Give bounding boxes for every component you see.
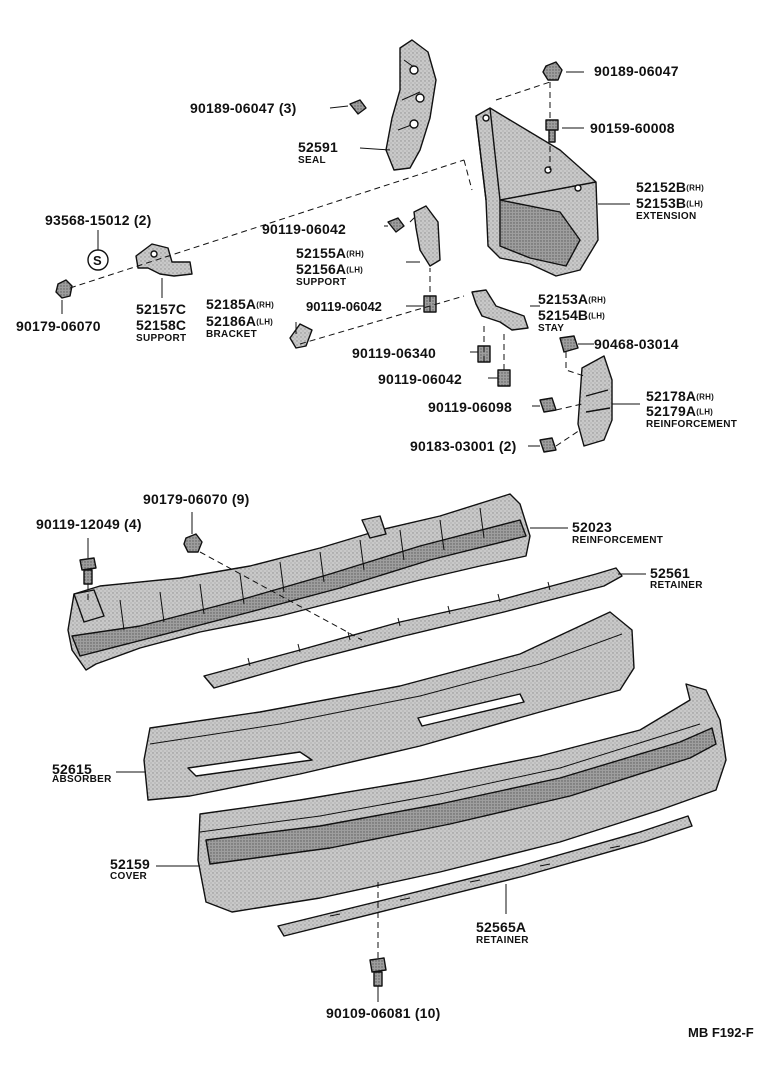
label-retainer-lower-name: RETAINER bbox=[476, 935, 529, 946]
label-bolt-lower: 90109-06081 (10) bbox=[326, 1005, 441, 1021]
clip-right-part bbox=[559, 335, 579, 353]
leader-lines-top bbox=[61, 71, 640, 447]
extension-hole bbox=[574, 184, 582, 192]
label-cover-number: 52159 bbox=[110, 856, 150, 872]
label-absorber-name: ABSORBER bbox=[52, 774, 112, 785]
label-reinf-nut: 90183-03001 (2) bbox=[410, 438, 517, 454]
reinforcement-flange bbox=[71, 519, 527, 657]
label-seal-number: 52591 bbox=[298, 139, 338, 155]
label-stay-bolt-low: 90119-06042 bbox=[378, 371, 462, 387]
label-extension-lh: 52153B(LH) bbox=[636, 195, 704, 211]
extension-part-face bbox=[499, 199, 581, 267]
nut-left-part bbox=[55, 279, 73, 299]
label-bracket-name: BRACKET bbox=[206, 329, 257, 340]
reinforcement-bracket bbox=[361, 515, 387, 539]
label-stay-lh: 52154B(LH) bbox=[538, 307, 606, 323]
absorber-ridge bbox=[149, 633, 623, 745]
label-retainer-upper-name: RETAINER bbox=[650, 580, 703, 591]
leader-lines-bottom bbox=[87, 512, 646, 1002]
extension-part-edge bbox=[475, 107, 597, 201]
retainer-lower-holes bbox=[329, 845, 621, 917]
nut-main-part bbox=[183, 533, 203, 553]
label-reinforcement-name: REINFORCEMENT bbox=[572, 535, 664, 546]
reinforcement-bracket bbox=[73, 589, 105, 623]
stay-part bbox=[471, 289, 529, 331]
label-ext-nut: 90189-06047 bbox=[594, 63, 679, 79]
absorber-slot bbox=[417, 693, 525, 727]
label-nut-main: 90179-06070 (9) bbox=[143, 491, 250, 507]
bolt-lower-part bbox=[369, 957, 387, 987]
label-support-left-name: SUPPORT bbox=[136, 333, 187, 344]
seal-hole bbox=[415, 93, 425, 103]
reinf-bolt-part bbox=[539, 397, 557, 413]
support-left-part bbox=[135, 243, 193, 277]
bracket-part bbox=[289, 323, 313, 349]
label-retainer-lower-number: 52565A bbox=[476, 919, 527, 935]
ext-nut-part bbox=[542, 61, 563, 81]
seal-hole bbox=[409, 65, 419, 75]
seal-part bbox=[385, 39, 437, 171]
absorber-slot bbox=[187, 751, 313, 777]
stay-bolt-part bbox=[477, 345, 491, 363]
retainer-upper-part bbox=[203, 567, 623, 689]
label-reinf-bolt: 90119-06098 bbox=[428, 399, 512, 415]
reinf-nut-part bbox=[539, 437, 557, 453]
reinf-small-part bbox=[577, 355, 613, 447]
label-reinf-small-lh: 52179A(LH) bbox=[646, 403, 714, 419]
label-reinf-small-rh: 52178A(RH) bbox=[646, 388, 714, 404]
label-reinf-small-name: REINFORCEMENT bbox=[646, 419, 738, 430]
label-support-mid-rh: 52155A(RH) bbox=[296, 245, 364, 261]
label-clip-right: 90468-03014 bbox=[594, 336, 679, 352]
assembly-lines-bottom bbox=[87, 551, 379, 958]
label-stay-bolt: 90119-06340 bbox=[352, 345, 436, 361]
washer-mark: S bbox=[93, 253, 102, 268]
reinforcement-ribs bbox=[119, 507, 485, 631]
reinf-small-edge bbox=[585, 389, 611, 413]
support-bolt-top-part bbox=[387, 217, 405, 233]
figure-code: MB F192-F bbox=[688, 1025, 754, 1040]
label-stay-name: STAY bbox=[538, 323, 565, 334]
label-ext-bolt: 90159-60008 bbox=[590, 120, 675, 136]
extension-hole bbox=[482, 114, 490, 122]
label-reinforcement-number: 52023 bbox=[572, 519, 612, 535]
label-washer: 93568-15012 (2) bbox=[45, 212, 152, 228]
label-bolt-main: 90119-12049 (4) bbox=[36, 516, 142, 532]
seal-hole bbox=[409, 119, 419, 129]
label-retainer-upper-number: 52561 bbox=[650, 565, 690, 581]
label-seal-name: SEAL bbox=[298, 155, 326, 166]
absorber-part bbox=[143, 611, 635, 801]
label-bracket-rh: 52185A(RH) bbox=[206, 296, 274, 312]
retainer-upper-tabs bbox=[247, 581, 551, 667]
cover-part bbox=[197, 683, 727, 913]
label-cover-name: COVER bbox=[110, 871, 148, 882]
assembly-lines-top bbox=[69, 81, 585, 447]
label-seal-clip: 90189-06047 (3) bbox=[190, 100, 297, 116]
label-support-left-a: 52157C bbox=[136, 301, 187, 317]
label-support-mid-name: SUPPORT bbox=[296, 277, 347, 288]
cover-face bbox=[205, 727, 717, 865]
label-support-left-b: 52158C bbox=[136, 317, 187, 333]
label-nut-left: 90179-06070 bbox=[16, 318, 101, 334]
label-stay-rh: 52153A(RH) bbox=[538, 291, 606, 307]
support-left-hole bbox=[150, 250, 158, 258]
ext-bolt-part bbox=[545, 119, 559, 143]
seal-clip-part bbox=[349, 99, 367, 115]
label-support-mid-lh: 52156A(LH) bbox=[296, 261, 364, 277]
retainer-lower-part bbox=[277, 815, 693, 937]
cover-edge bbox=[199, 723, 701, 833]
bolt-main-part bbox=[79, 557, 97, 585]
support-mid-part bbox=[413, 205, 441, 267]
label-support-bolt-low: 90119-06042 bbox=[306, 299, 382, 314]
label-extension-name: EXTENSION bbox=[636, 211, 697, 222]
stay-bolt-low-part bbox=[497, 369, 511, 387]
label-extension-rh: 52152B(RH) bbox=[636, 179, 704, 195]
support-bolt-low-part bbox=[423, 295, 437, 313]
label-bracket-lh: 52186A(LH) bbox=[206, 313, 274, 329]
label-support-bolt-top: 90119-06042 bbox=[262, 221, 346, 237]
label-absorber-number: 52615 bbox=[52, 761, 92, 777]
